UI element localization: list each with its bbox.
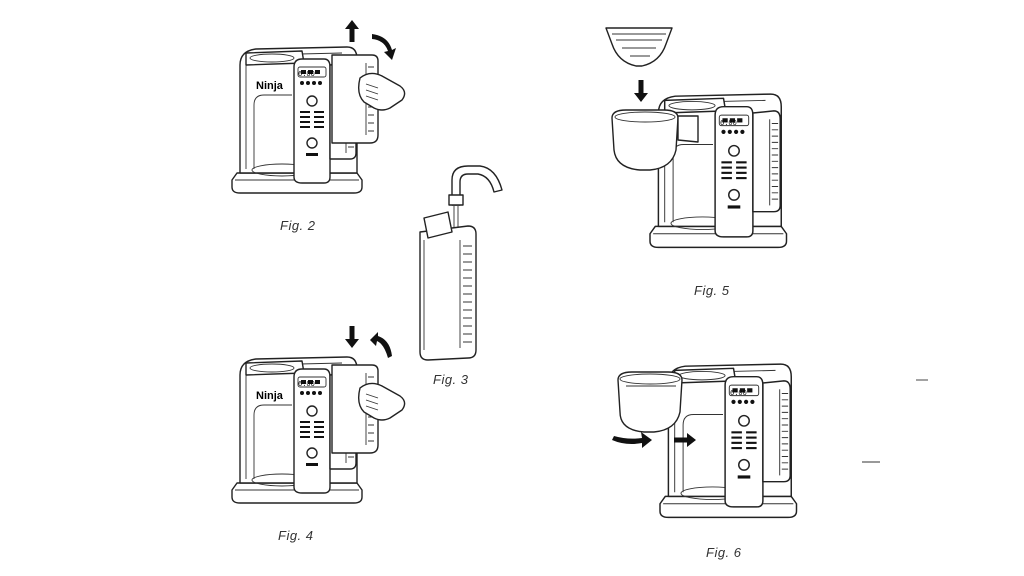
fig4-illustration: Ninja 6:00 [231, 326, 406, 504]
fig5-illustration: 6:00 [605, 27, 788, 249]
curved-arrow-icon [372, 34, 396, 60]
display-time: 6:00 [730, 390, 747, 398]
fig2-caption: Fig. 2 [280, 218, 316, 233]
filter-icon [605, 27, 673, 67]
fig3-caption: Fig. 3 [433, 372, 469, 387]
fig6-illustration: 6:00 [612, 363, 798, 519]
fig6-caption: Fig. 6 [706, 545, 742, 560]
display-time: 6:00 [720, 120, 737, 128]
brand-logo: Ninja [256, 80, 284, 92]
fig4-caption: Fig. 4 [278, 528, 314, 543]
display-time: 6:00 [298, 71, 315, 79]
brew-basket [611, 109, 679, 171]
fig5-caption: Fig. 5 [694, 283, 730, 298]
curved-arrow-icon [612, 432, 652, 448]
fig3-illustration [419, 165, 503, 361]
fig2-illustration: Ninja 6:00 [231, 20, 406, 194]
arrow-down-icon [345, 326, 359, 348]
brand-logo: Ninja [256, 390, 284, 402]
arrow-up-icon [345, 20, 359, 42]
curved-arrow-icon [370, 332, 392, 358]
arrow-down-icon [634, 80, 648, 102]
display-time: 6:00 [298, 381, 315, 389]
brew-basket [617, 371, 683, 433]
